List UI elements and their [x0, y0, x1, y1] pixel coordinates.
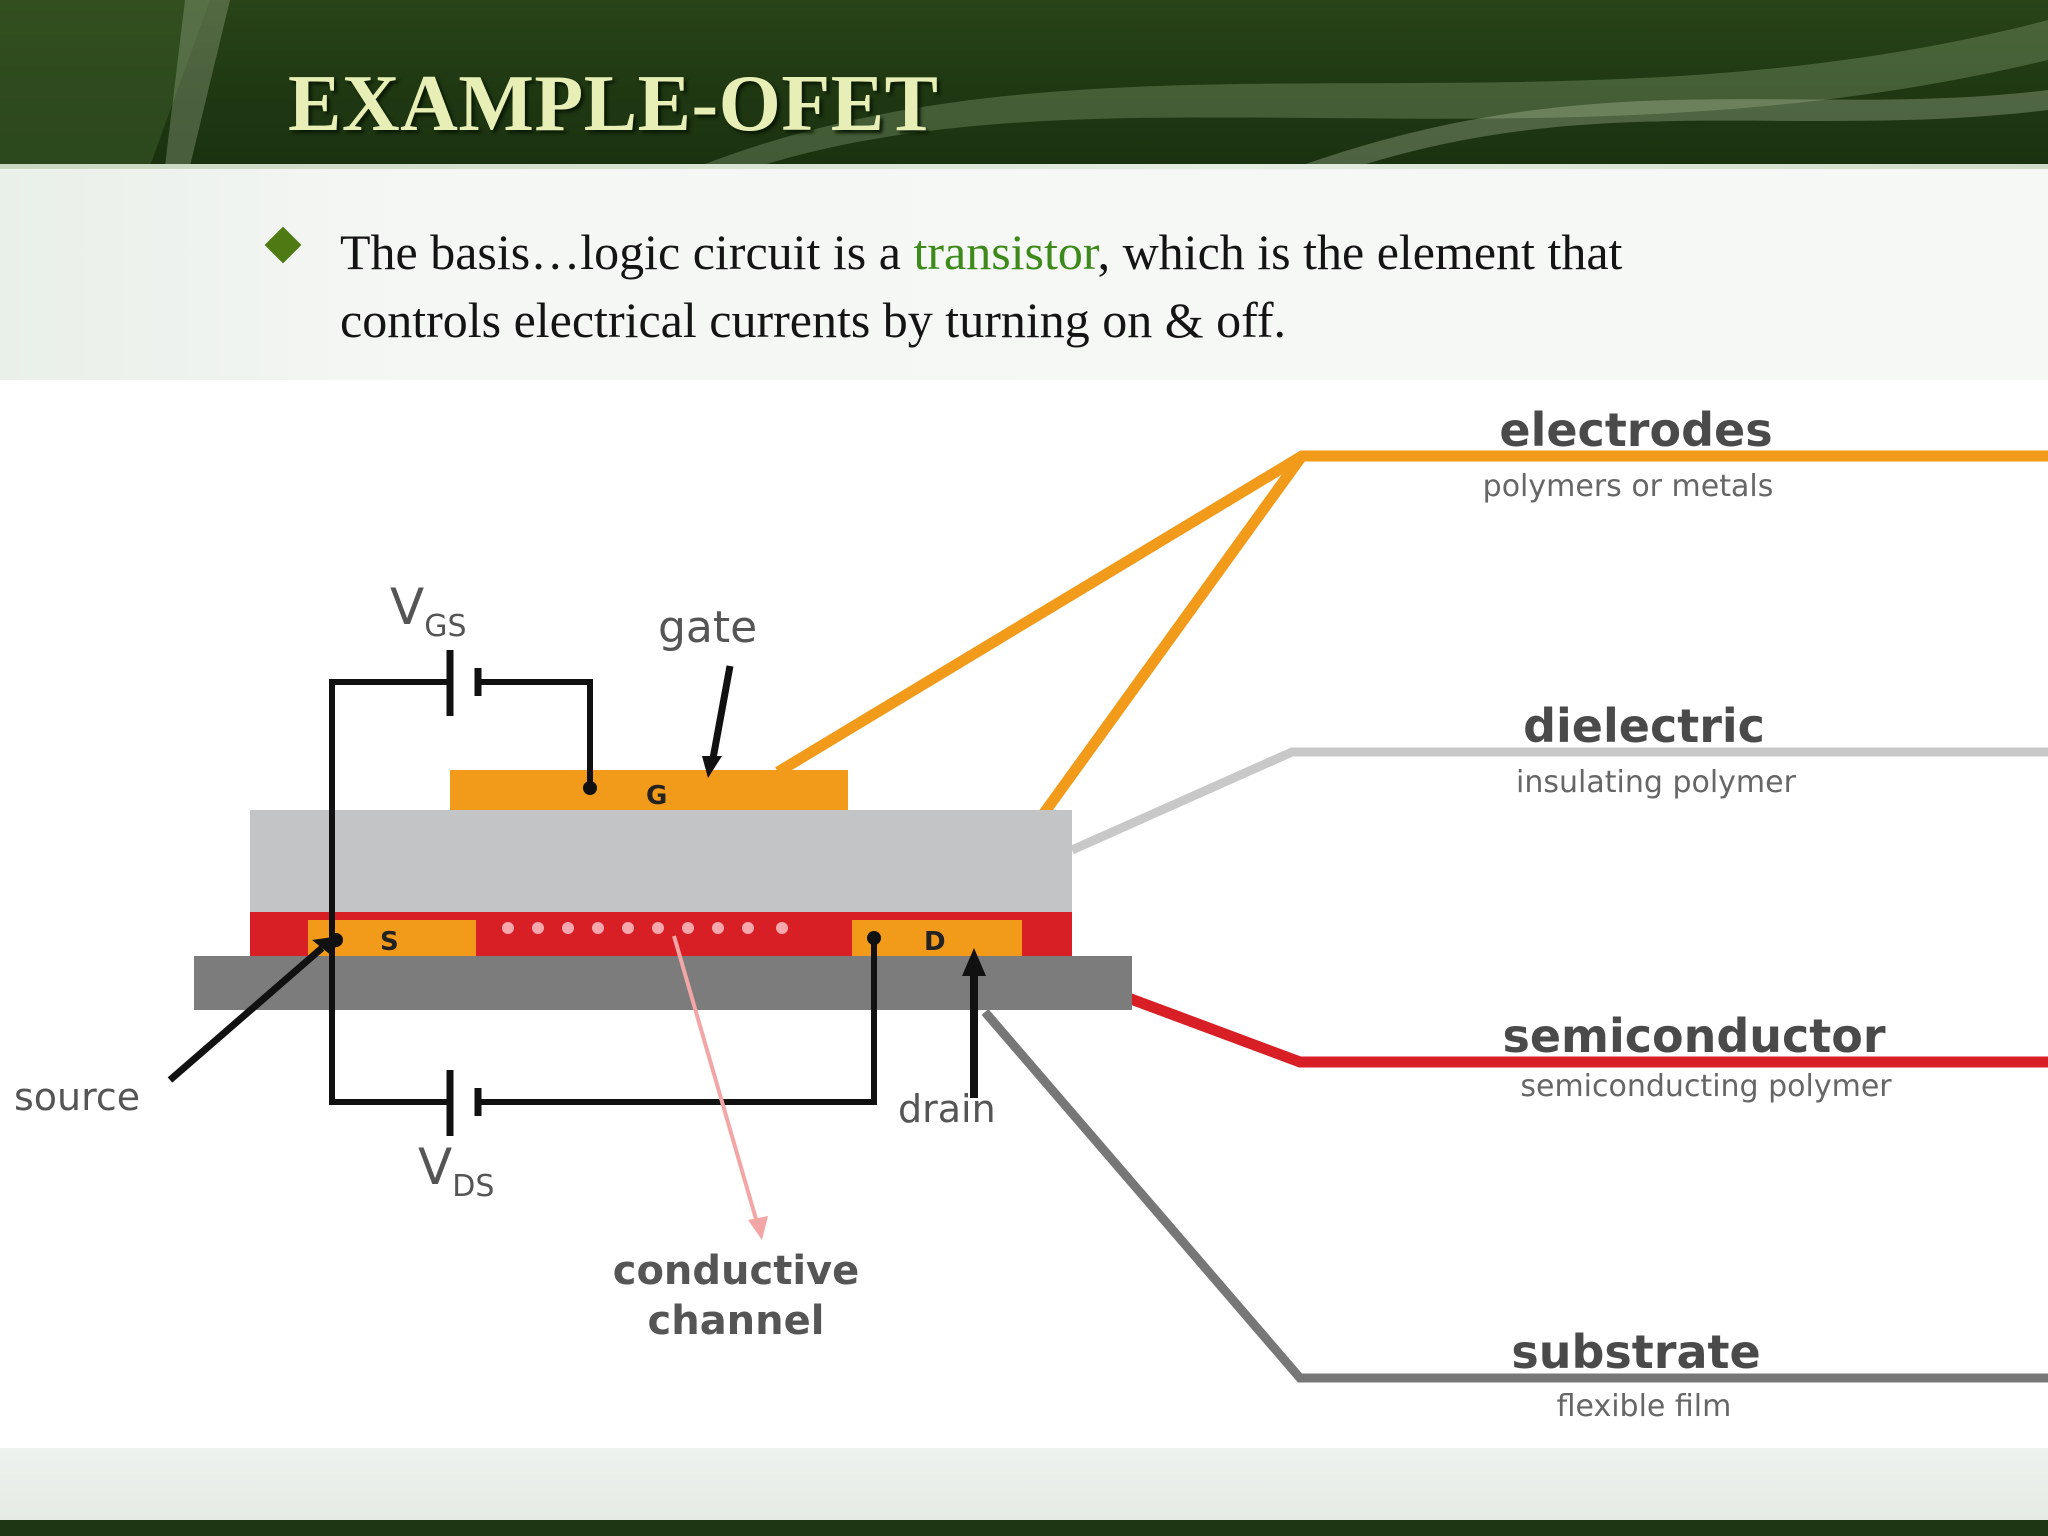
vgs-wire-gate [480, 679, 593, 786]
substrate-label: substrate [1511, 1325, 1760, 1379]
vds-label-main: V [418, 1138, 452, 1196]
electrodes-leader-line-gate [775, 450, 2048, 777]
semiconductor-sublabel: semiconducting polymer [1520, 1069, 1892, 1104]
drain-letter: D [924, 927, 946, 957]
drain-label: drain [898, 1087, 996, 1131]
gate-label: gate [658, 602, 757, 653]
gate-letter: G [646, 781, 667, 811]
vgs-vds-wire-source [329, 679, 450, 1105]
vgs-label-main: V [390, 578, 424, 636]
conductive-channel-label-line2: channel [648, 1298, 825, 1344]
vds-wire-drain [480, 938, 877, 1105]
channel-arrow [672, 935, 760, 1227]
vds-label: VDS [418, 1138, 494, 1204]
header-divider [0, 164, 2048, 169]
slide-header: EXAMPLE-OFET [0, 0, 2048, 166]
footer-bar [0, 1520, 2048, 1536]
substrate-leader-line [981, 1009, 2048, 1383]
bullet-text: The basis…logic circuit is a transistor,… [340, 218, 1760, 354]
ofet-diagram: G S D VGS VDS gate source drain conducti… [14, 403, 2048, 1424]
electrodes-sublabel: polymers or metals [1483, 469, 1774, 504]
drain-arrowhead [962, 948, 986, 976]
bullet-area [0, 170, 2048, 380]
gate-electrode [450, 770, 848, 810]
channel-arrowhead [748, 1216, 768, 1240]
semiconductor-label: semiconductor [1502, 1009, 1885, 1063]
gate-arrowhead [702, 756, 722, 778]
gate-contact-node [583, 781, 597, 795]
gate-arrow [708, 665, 734, 765]
vds-label-sub: DS [452, 1169, 494, 1204]
bullet-text-after: , which is the element that controls ele… [340, 224, 1623, 348]
dielectric-layer [250, 810, 1072, 912]
ofet-diagram-panel: G S D VGS VDS gate source drain conducti… [0, 380, 2048, 1448]
drain-contact-node [867, 931, 881, 945]
vgs-label-sub: GS [424, 609, 466, 644]
bullet-text-before: The basis…logic circuit is a [340, 224, 914, 280]
electrodes-label: electrodes [1499, 403, 1772, 457]
header-swoosh-decoration [0, 0, 2048, 166]
source-letter: S [380, 927, 399, 957]
dielectric-label: dielectric [1523, 699, 1765, 753]
conductive-channel-dots [502, 922, 788, 934]
slide-title: EXAMPLE-OFET [288, 60, 939, 148]
conductive-channel-label-line1: conductive [613, 1248, 860, 1294]
source-arrowhead [312, 936, 340, 956]
source-arrow [167, 945, 325, 1083]
source-label: source [14, 1075, 140, 1119]
vgs-label: VGS [390, 578, 467, 644]
substrate-sublabel: flexible film [1557, 1389, 1732, 1424]
dielectric-leader-line [1070, 747, 2048, 855]
bullet-highlight-transistor: transistor [913, 224, 1098, 280]
dielectric-sublabel: insulating polymer [1516, 765, 1797, 800]
